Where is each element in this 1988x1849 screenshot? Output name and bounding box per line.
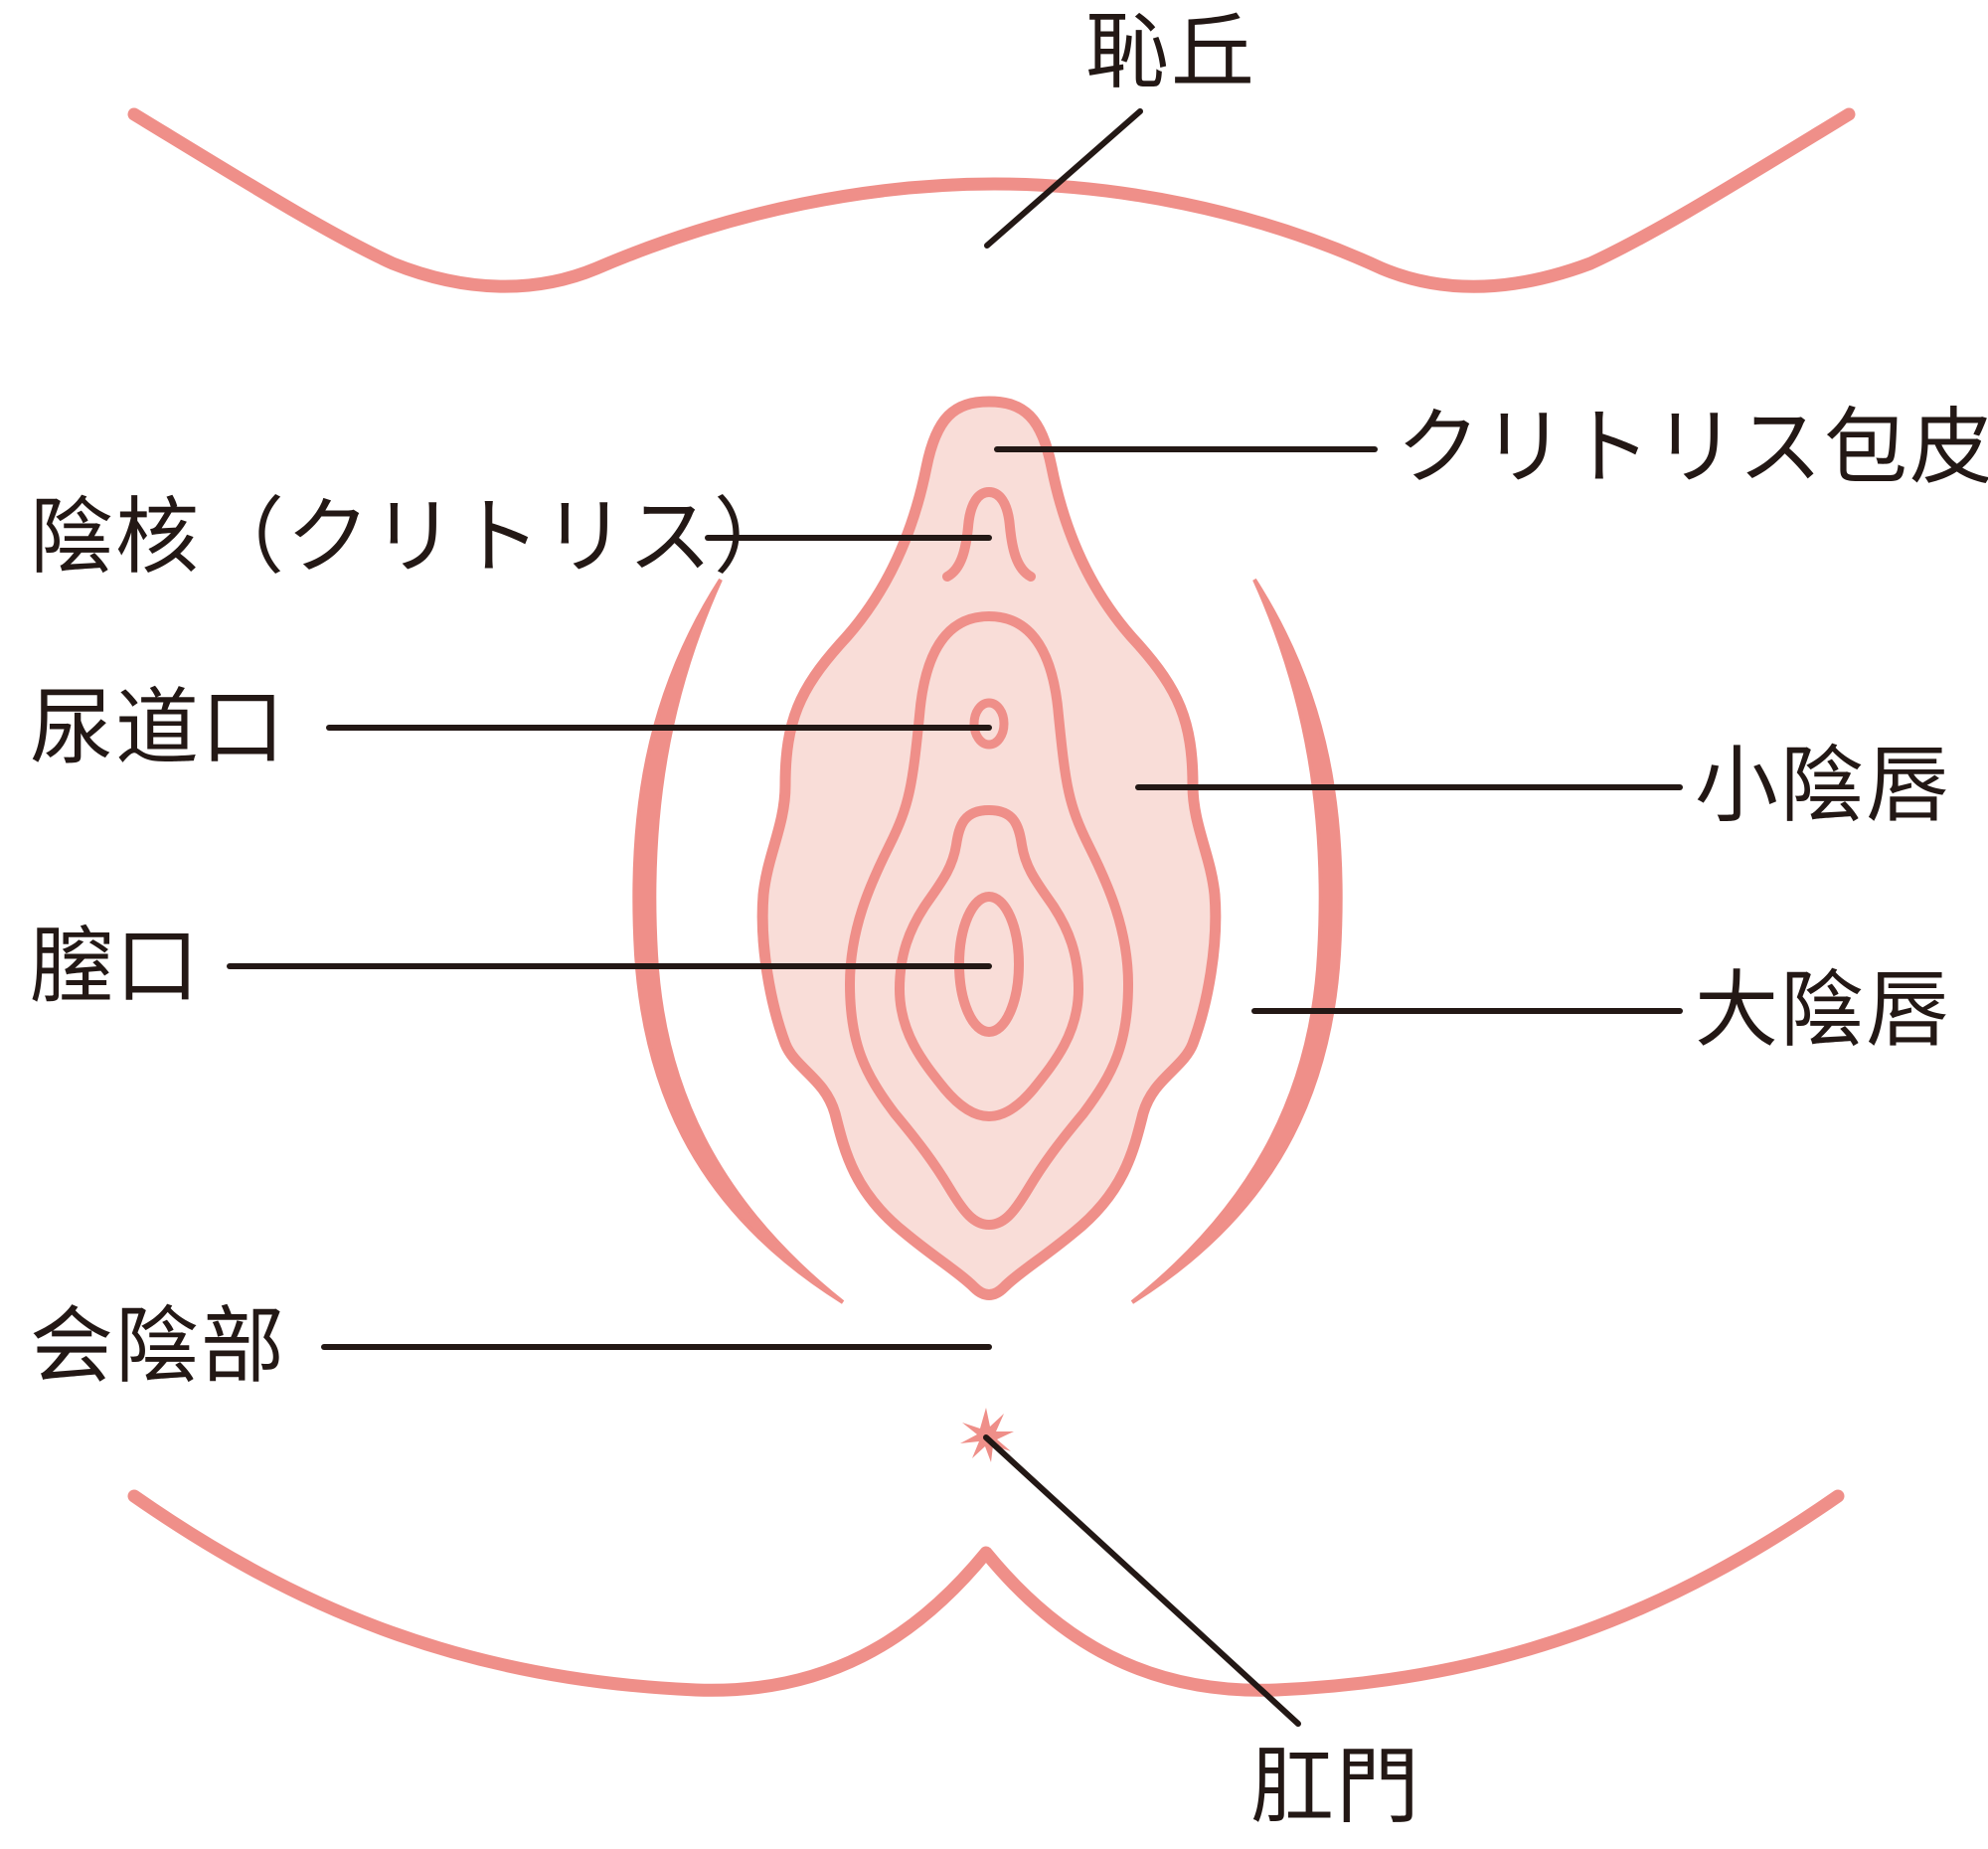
label-urethral-opening: 尿道口 bbox=[30, 679, 287, 776]
leader-line-anus bbox=[983, 1434, 1301, 1727]
vestibule-contour bbox=[894, 804, 1084, 1122]
label-perineum: 会陰部 bbox=[30, 1297, 287, 1395]
mons-contour bbox=[127, 107, 1856, 293]
vulva-outline bbox=[756, 396, 1222, 1300]
buttocks-contour bbox=[127, 1489, 1845, 1697]
label-clitoral-hood: クリトリス包皮 bbox=[1397, 399, 1988, 496]
clitoris-shape bbox=[942, 486, 1036, 582]
leader-line-mons bbox=[984, 108, 1143, 249]
label-anus: 肛門 bbox=[1250, 1738, 1422, 1835]
label-mons-pubis: 恥丘 bbox=[1085, 3, 1257, 100]
labia-majora-right bbox=[1130, 578, 1343, 1304]
label-labia-minora: 小陰唇 bbox=[1695, 737, 1952, 834]
urethral-opening-shape bbox=[969, 698, 1009, 750]
leader-lines bbox=[227, 108, 1683, 1727]
label-vaginal-opening: 膣口 bbox=[30, 918, 202, 1015]
labia-minora-contour bbox=[844, 610, 1134, 1231]
label-labia-majora: 大陰唇 bbox=[1695, 961, 1952, 1059]
label-clitoris: 陰核（クリトリス） bbox=[30, 488, 800, 586]
labia-majora-left bbox=[632, 578, 845, 1304]
